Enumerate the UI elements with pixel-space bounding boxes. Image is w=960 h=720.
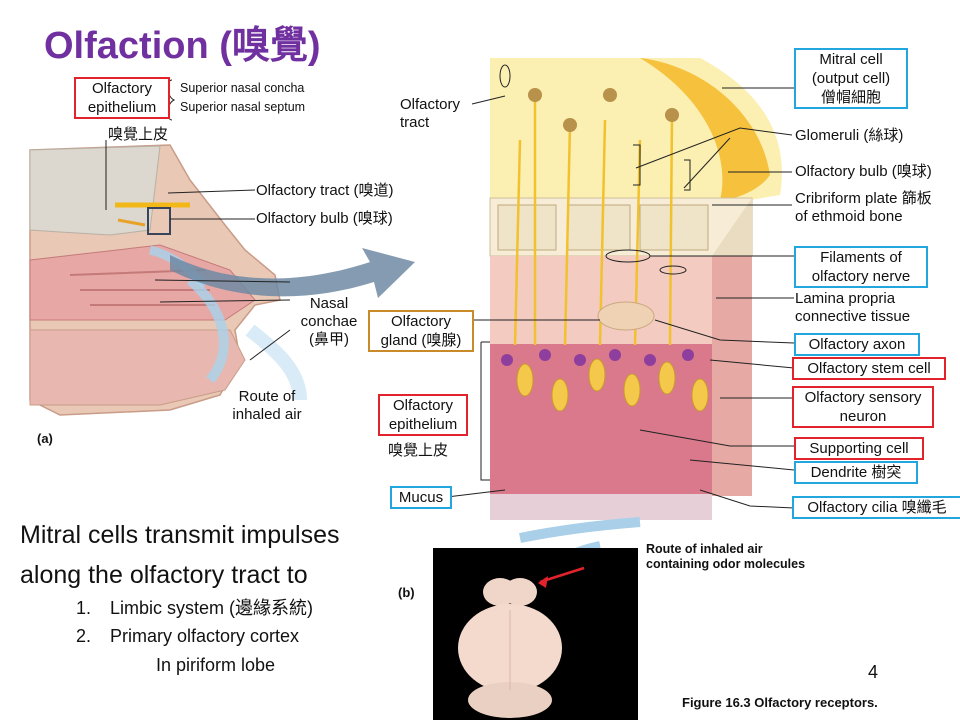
list-item-1: Limbic system (邊緣系統) [110, 598, 314, 618]
filaments-box: Filaments of olfactory nerve [794, 246, 928, 288]
olfactory-tissue-illustration [489, 58, 782, 520]
glomeruli-label: Glomeruli (絲球) [795, 127, 904, 144]
route-inhaled-air-label-a: Route of inhaled air [232, 388, 302, 423]
olfactory-epithelium-box: Olfactory epithelium [378, 394, 468, 436]
panel-b-label: (b) [398, 585, 415, 600]
olfactory-sensory-neuron-box: Olfactory sensory neuron [792, 386, 934, 428]
superior-nasal-septum-label: Superior nasal septum [180, 100, 306, 114]
olfactory-gland-box: Olfactory gland (嗅腺) [368, 310, 474, 352]
olfactory-tract-label-a: Olfactory tract (嗅道) [256, 182, 394, 199]
olfactory-tract-label: Olfactory tract [400, 96, 461, 131]
cribriform-plate-label: Cribriform plate 篩板 of ethmoid bone [795, 190, 932, 225]
list-item-2-sub: In piriform lobe [156, 655, 276, 675]
olfactory-epithelium-box-a: Olfactory epithelium [74, 77, 170, 119]
page-number: 4 [868, 662, 879, 682]
olfactory-bulb-label: Olfactory bulb (嗅球) [795, 163, 932, 180]
lamina-propria-label: Lamina propria connective tissue [795, 290, 911, 325]
olfactory-bulb-label-a: Olfactory bulb (嗅球) [256, 210, 393, 227]
brain-photo [433, 548, 638, 720]
route-inhaled-air-label: Route of inhaled air containing odor mol… [646, 542, 806, 571]
supporting-cell-box: Supporting cell [794, 437, 924, 460]
figure-caption: Figure 16.3 Olfactory receptors. [682, 695, 878, 710]
body-text-line-1: Mitral cells transmit impulses [20, 521, 340, 549]
olfactory-axon-box: Olfactory axon [794, 333, 920, 356]
magnify-arrow [170, 248, 415, 298]
dendrite-box: Dendrite 樹突 [794, 461, 918, 484]
page-title: Olfaction (嗅覺) [44, 25, 321, 67]
nasal-conchae-label: Nasal conchae (鼻甲) [300, 295, 358, 348]
list-item-2: Primary olfactory cortex [110, 626, 300, 646]
list-item-1-number: 1. [76, 598, 92, 618]
olfactory-epithelium-zh: 嗅覺上皮 [388, 442, 449, 459]
panel-a-label: (a) [37, 431, 53, 446]
body-text-line-2: along the olfactory tract to [20, 561, 308, 589]
olfactory-epithelium-zh-a: 嗅覺上皮 [108, 126, 169, 143]
superior-nasal-concha-label: Superior nasal concha [180, 81, 305, 95]
olfactory-stem-cell-box: Olfactory stem cell [792, 357, 946, 380]
leader-lines [105, 79, 795, 509]
mucus-box: Mucus [390, 486, 452, 509]
mitral-cell-box: Mitral cell (output cell) 僧帽細胞 [794, 48, 908, 109]
list-item-2-number: 2. [76, 626, 92, 646]
olfactory-cilia-box: Olfactory cilia 嗅纖毛 [792, 496, 960, 519]
